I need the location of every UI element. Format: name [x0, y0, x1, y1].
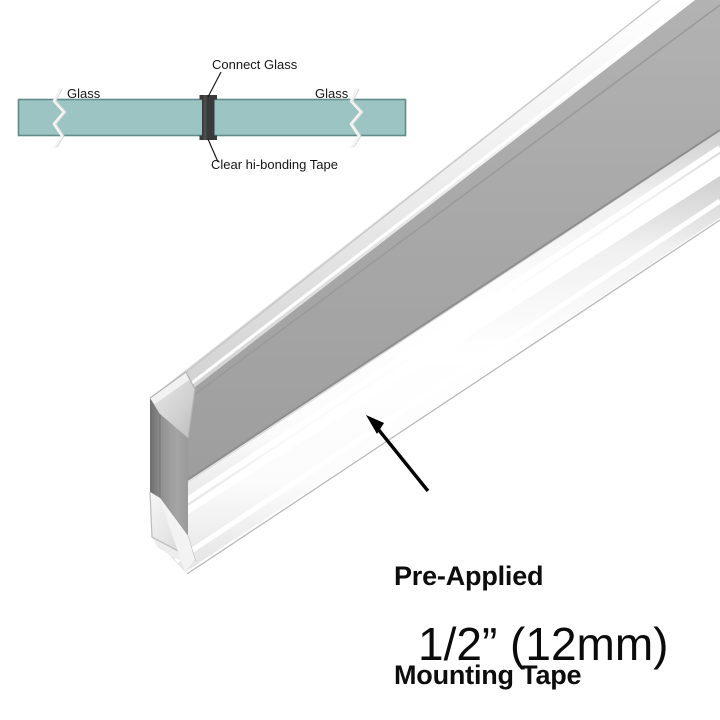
channel-end-wall-side — [150, 398, 160, 498]
callout-mounting-tape-line1: Pre-Applied — [394, 561, 544, 591]
channel-top-rail-highlight — [157, 0, 691, 411]
channel-end-wall — [160, 414, 188, 536]
break-symbol-right-shadow-icon — [352, 88, 364, 148]
break-symbol-left-icon — [52, 87, 66, 149]
label-glass-left: Glass — [67, 86, 101, 101]
callout-mounting-tape: Pre-Applied Mounting Tape — [394, 494, 582, 720]
dimension-label: 1/2” (12mm) — [418, 618, 669, 670]
break-symbol-right-icon — [349, 87, 363, 149]
channel-top-flange-tip — [150, 372, 189, 404]
channel-front-face — [160, 0, 720, 498]
channel-bottom-lip-edge — [186, 219, 720, 575]
channel-front-face-groove — [162, 4, 720, 419]
channel-top-flange-outline — [149, 371, 196, 439]
mounting-tape-top-edge — [160, 130, 720, 501]
channel-top-rail-edge — [151, 0, 661, 400]
channel-front-face-bottom-edge — [159, 129, 720, 499]
channel-bottom-lip — [152, 176, 720, 572]
label-glass-right: Glass — [315, 86, 349, 101]
mounting-tape-arrow-icon — [366, 415, 430, 493]
break-symbol-left-shadow-icon — [55, 88, 67, 148]
mounting-tape-bright-line — [164, 145, 720, 517]
channel-top-flange — [150, 372, 195, 438]
leader-line-clear-tape — [207, 138, 219, 163]
channel-bottom-lip-highlight — [174, 198, 720, 564]
mounting-tape-endcap — [160, 498, 195, 572]
leader-line-connect-glass — [207, 71, 222, 98]
callout-mounting-tape-line2: Mounting Tape — [394, 660, 582, 690]
label-connect-glass: Connect Glass — [212, 57, 298, 72]
connector-i-beam-icon — [199, 95, 217, 140]
label-clear-hi-bonding-tape: Clear hi-bonding Tape — [211, 157, 338, 172]
